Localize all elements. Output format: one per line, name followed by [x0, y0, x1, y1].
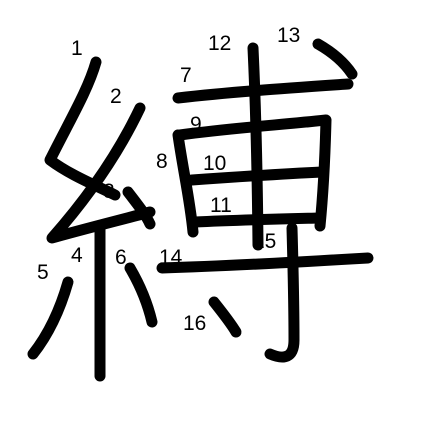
- stroke-number-13: 13: [277, 24, 300, 47]
- stroke-13: [312, 38, 358, 80]
- stroke-14: [156, 252, 374, 274]
- stroke-2: [46, 102, 156, 244]
- stroke-15: [264, 222, 300, 363]
- stroke-16: [208, 296, 242, 338]
- stroke-order-numbers: 1 2 3 4 5 6 7 8 9 10 11 12 13 14 15 16: [37, 24, 300, 335]
- stroke-6: [124, 262, 158, 328]
- stroke-number-16: 16: [183, 312, 206, 335]
- stroke-3: [122, 186, 156, 230]
- stroke-number-5: 5: [37, 261, 49, 284]
- stroke-number-12: 12: [208, 32, 231, 55]
- stroke-number-3: 3: [103, 180, 115, 203]
- stroke-7: [172, 78, 354, 104]
- stroke-number-1: 1: [71, 37, 83, 60]
- stroke-number-15: 15: [253, 230, 276, 253]
- stroke-number-14: 14: [159, 246, 183, 269]
- character-strokes: [27, 38, 374, 382]
- stroke-5: [27, 276, 74, 360]
- stroke-number-4: 4: [71, 244, 83, 267]
- stroke-12: [247, 42, 264, 251]
- stroke-number-2: 2: [110, 85, 122, 108]
- stroke-9: [174, 114, 332, 232]
- stroke-number-8: 8: [156, 150, 168, 173]
- stroke-number-9: 9: [190, 113, 202, 136]
- stroke-number-10: 10: [203, 152, 226, 175]
- stroke-number-6: 6: [115, 246, 127, 269]
- stroke-number-11: 11: [210, 194, 232, 217]
- stroke-number-7: 7: [180, 64, 192, 87]
